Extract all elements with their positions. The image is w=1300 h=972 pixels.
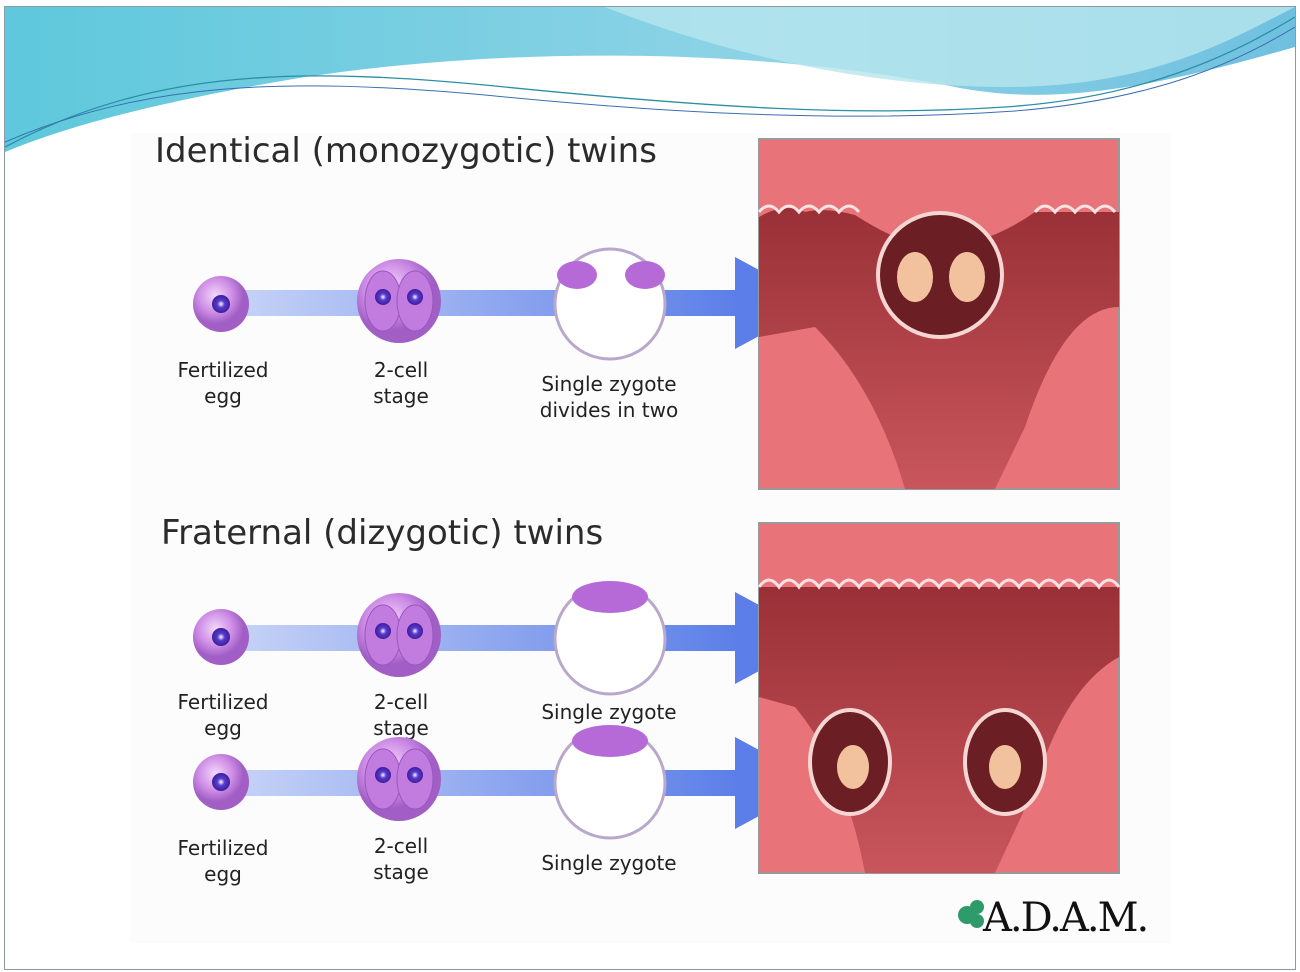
zygote-icon <box>553 725 667 840</box>
zygote-label: Single zygote <box>541 851 676 875</box>
leaf-icon <box>958 900 984 928</box>
two-cell-label: stage <box>373 716 429 740</box>
fertilized-egg-icon <box>193 276 249 332</box>
two-cell-label: 2-cell <box>374 358 428 382</box>
two-cell-icon <box>357 737 441 821</box>
zygote-label: Single zygote <box>541 372 676 396</box>
two-cell-label: stage <box>373 384 429 408</box>
adam-logo: A.D.A.M. <box>958 895 1149 941</box>
twins-diagram: Identical (monozygotic) twins Fraternal … <box>5 7 1295 943</box>
uterus-fraternal-illustration <box>757 522 1121 874</box>
adam-logo-text: A.D.A.M. <box>982 895 1147 941</box>
zygote-label: Single zygote <box>541 700 676 724</box>
uterus-identical-illustration <box>757 138 1120 490</box>
header-decoration <box>5 7 1295 152</box>
identical-title: Identical (monozygotic) twins <box>155 131 657 171</box>
egg-label: Fertilized <box>178 836 269 860</box>
two-cell-label: 2-cell <box>374 834 428 858</box>
fertilized-egg-icon <box>193 609 249 665</box>
zygote-icon <box>553 581 667 696</box>
egg-label: Fertilized <box>178 690 269 714</box>
dividing-zygote-icon <box>553 247 667 361</box>
two-cell-icon <box>357 593 441 677</box>
fertilized-egg-icon <box>193 754 249 810</box>
egg-label: Fertilized <box>178 358 269 382</box>
zygote-label: divides in two <box>540 398 678 422</box>
egg-label: egg <box>204 716 242 740</box>
egg-label: egg <box>204 862 242 886</box>
two-cell-icon <box>357 259 441 343</box>
slide: Identical (monozygotic) twins Fraternal … <box>4 6 1296 970</box>
egg-label: egg <box>204 384 242 408</box>
fraternal-title: Fraternal (dizygotic) twins <box>161 513 603 553</box>
two-cell-label: stage <box>373 860 429 884</box>
two-cell-label: 2-cell <box>374 690 428 714</box>
